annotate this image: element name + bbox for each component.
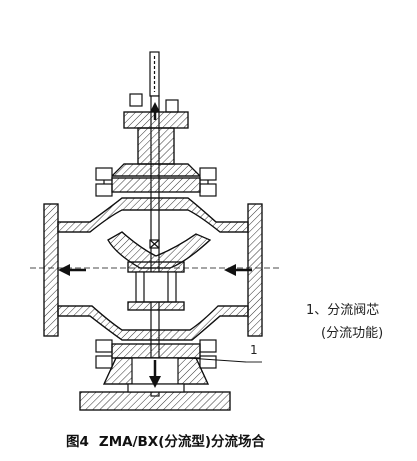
diverting-plug-note: 1、分流阀芯 <box>306 303 380 318</box>
diverting-plug <box>127 239 185 311</box>
upper-bonnet <box>110 93 202 177</box>
upper-flange-bolts <box>95 167 217 197</box>
figure-caption: 图4 ZMA/BX(分流型)分流场合 <box>66 430 265 450</box>
part-number-callout: 1 <box>250 343 258 357</box>
valve-body <box>30 197 280 341</box>
figure-title: ZMA/BX(分流型)分流场合 <box>98 434 266 450</box>
figure-number: 图4 <box>66 434 89 450</box>
flow-arrows <box>58 102 252 388</box>
diverting-function-note: (分流功能) <box>321 326 384 341</box>
callout-leader <box>187 357 262 363</box>
